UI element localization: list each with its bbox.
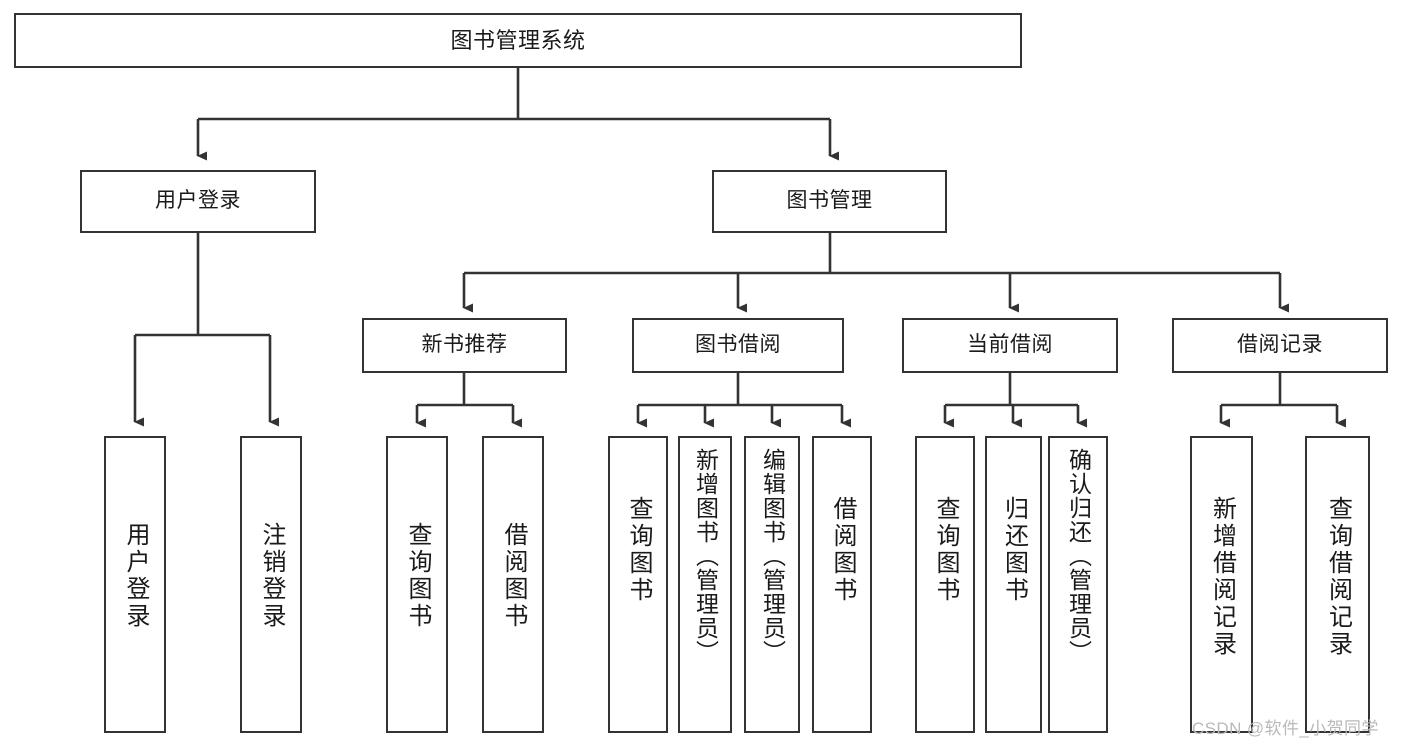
node-label: 借阅图书 [500, 522, 527, 630]
node-label: 新增借阅记录 [1208, 496, 1236, 658]
leaf-node-confirm-return[interactable]: 确认归还（管理员） [1048, 436, 1108, 733]
leaf-node-query-borrow-record[interactable]: 查询借阅记录 [1305, 436, 1370, 733]
node-label: 图书借阅 [695, 333, 781, 357]
node-label: 查询图书 [932, 496, 959, 604]
node-label: 用户登录 [155, 189, 241, 213]
leaf-node-query-book-borrow[interactable]: 查询图书 [608, 436, 668, 733]
leaf-node-query-book-recommendation[interactable]: 查询图书 [386, 436, 448, 733]
node-user-login[interactable]: 用户登录 [80, 170, 316, 233]
node-label: 借阅图书 [829, 496, 856, 604]
node-label: 注销登录 [258, 522, 285, 630]
leaf-node-add-book[interactable]: 新增图书（管理员） [678, 436, 732, 733]
node-label: 编辑图书（管理员） [759, 448, 786, 664]
node-label: 当前借阅 [967, 333, 1053, 357]
csdn-watermark: CSDN @软件_小贺同学 [1192, 719, 1379, 738]
leaf-node-borrow-book[interactable]: 借阅图书 [812, 436, 872, 733]
node-label: 查询借阅记录 [1324, 496, 1352, 658]
node-label: 新书推荐 [421, 333, 508, 357]
node-current-borrow[interactable]: 当前借阅 [902, 318, 1118, 373]
node-label: 图书管理 [786, 189, 873, 213]
leaf-node-edit-book[interactable]: 编辑图书（管理员） [744, 436, 800, 733]
node-label: 查询图书 [404, 522, 431, 630]
node-label: 用户登录 [122, 522, 149, 630]
node-label: 确认归还（管理员） [1065, 448, 1092, 664]
node-book-manage[interactable]: 图书管理 [712, 170, 947, 233]
node-label: 图书管理系统 [450, 27, 586, 53]
leaf-node-return-book[interactable]: 归还图书 [985, 436, 1042, 733]
node-borrow-record[interactable]: 借阅记录 [1172, 318, 1388, 373]
node-label: 查询图书 [625, 496, 652, 604]
leaf-node-borrow-book-recommendation[interactable]: 借阅图书 [482, 436, 544, 733]
leaf-node-query-book-current[interactable]: 查询图书 [915, 436, 975, 733]
node-label: 新增图书（管理员） [692, 448, 719, 664]
node-book-borrow[interactable]: 图书借阅 [632, 318, 844, 373]
leaf-node-logout[interactable]: 注销登录 [240, 436, 302, 733]
node-root-book-management-system[interactable]: 图书管理系统 [14, 13, 1022, 68]
node-new-book-recommendation[interactable]: 新书推荐 [362, 318, 567, 373]
leaf-node-add-borrow-record[interactable]: 新增借阅记录 [1190, 436, 1253, 733]
leaf-node-user-login[interactable]: 用户登录 [104, 436, 166, 733]
node-label: 借阅记录 [1237, 333, 1323, 357]
node-label: 归还图书 [1000, 496, 1028, 604]
